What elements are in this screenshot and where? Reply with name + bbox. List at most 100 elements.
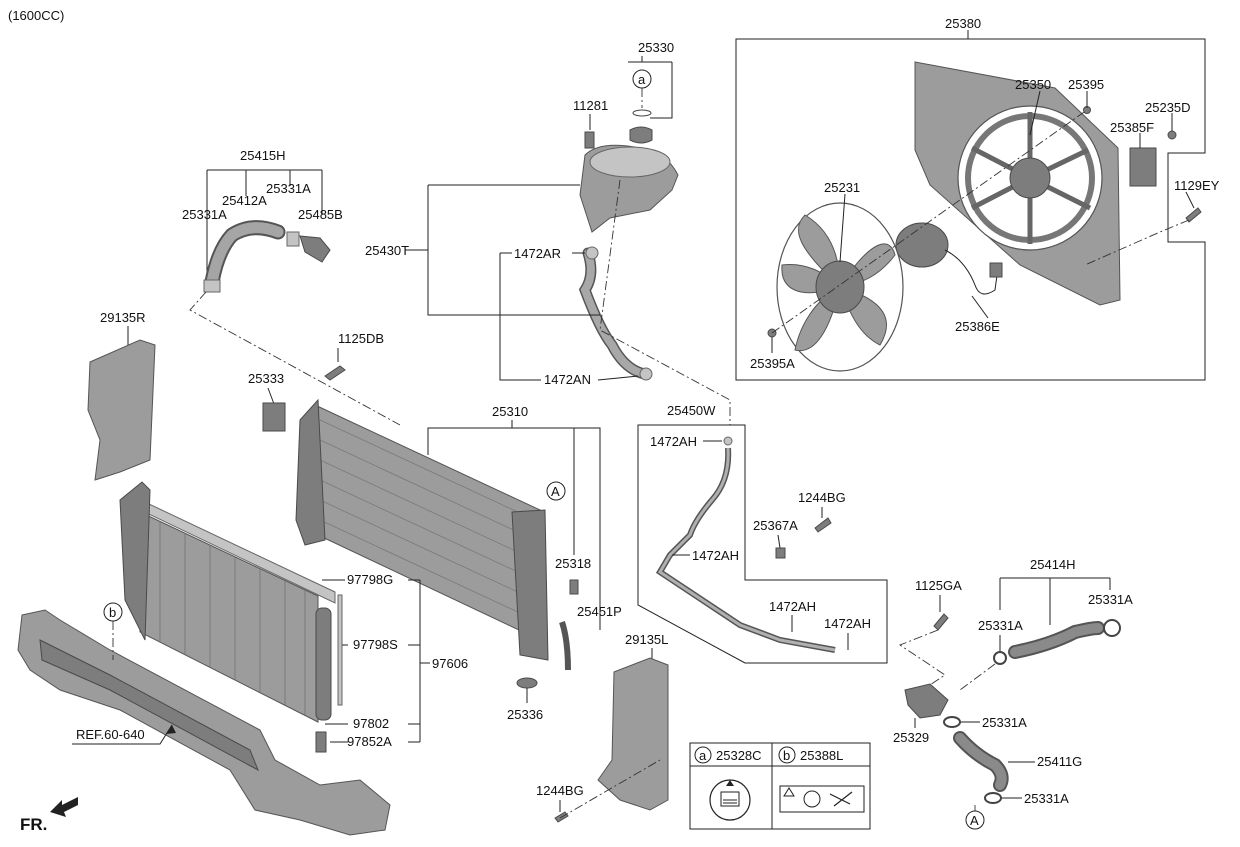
front-arrow-icon [50,797,78,817]
marker-A-hose [965,810,985,830]
bracket-25333[interactable] [262,402,286,432]
label-25380: 25380 [945,16,981,31]
o-ring[interactable] [632,109,652,117]
label-1472AH-1: 1472AH [650,434,697,449]
legend-frame [689,742,871,830]
clamp-1472AR[interactable] [585,246,599,260]
front-end-carrier[interactable] [17,609,391,836]
label-97798G: 97798G [347,572,393,587]
reservoir-cap[interactable] [629,126,653,144]
condenser-left-header [119,481,151,641]
clamp-25331A-upper[interactable] [286,231,300,247]
svg-text:a: a [638,72,646,87]
label-25414H: 25414H [1030,557,1076,572]
label-25430T: 25430T [365,243,409,258]
label-1244BG-2: 1244BG [536,783,584,798]
label-1472AH-3: 1472AH [769,599,816,614]
seal-97798S[interactable] [337,594,343,706]
label-1472AN: 1472AN [544,372,591,387]
bolt-1125DB[interactable] [324,365,346,381]
label-legend: a 25328C b 25388L [689,742,871,830]
clamp-25331A-bottom[interactable] [984,792,1002,804]
label-25333: 25333 [248,371,284,386]
air-guard-29135L[interactable] [597,657,669,811]
mount-25336[interactable] [516,677,538,689]
label-25330: 25330 [638,40,674,55]
label-1472AR: 1472AR [514,246,561,261]
lower-hose-group: 1125GA 25414H 25331A 25331A 25329 25331A… [893,557,1133,830]
label-1129EY: 1129EY [1174,178,1220,193]
clamp-25331A-mid[interactable] [943,716,961,728]
label-25395: 25395 [1068,77,1104,92]
label-29135L: 29135L [625,632,668,647]
label-25310: 25310 [492,404,528,419]
heater-hose-frame [637,424,888,664]
shroud-hub [1009,157,1051,199]
front-direction-label: FR. [20,815,47,834]
label-97852A: 97852A [347,734,392,749]
upper-hose-group: 25415H 25412A 25331A 25331A 25485B [182,148,401,426]
label-25412A: 25412A [222,193,267,208]
label-1244BG-1: 1244BG [798,490,846,505]
radiator-left-tank [295,398,326,546]
label-97802: 97802 [353,716,389,731]
air-guard-29135R[interactable] [87,339,156,481]
svg-text:A: A [970,813,979,828]
drain-plug-25318[interactable] [569,579,579,595]
label-25336: 25336 [507,707,543,722]
label-25451P: 25451P [577,604,622,619]
label-25331A-6: 25331A [1024,791,1069,806]
label-25331A-4: 25331A [978,618,1023,633]
label-25386E: 25386E [955,319,1000,334]
condenser-group: 97798G 97798S 97606 97802 97852A [119,481,468,753]
fan-resistor-25385F[interactable] [1129,147,1157,187]
fan-motor[interactable] [895,222,949,268]
engine-spec-label: (1600CC) [8,8,64,23]
legend-part-a: 25328C [716,748,762,763]
coolant-connector-25329[interactable] [904,683,949,719]
front-carrier-group: b REF.60-640 FR. [17,602,391,836]
label-25350: 25350 [1015,77,1051,92]
air-guard-left-group: 29135L 1244BG [536,632,669,823]
clamp-25331A-lower[interactable] [203,279,221,293]
clamp-1472AN[interactable] [639,367,653,381]
air-guard-right-group: 29135R [87,310,156,481]
clip-25367A[interactable] [775,547,786,559]
bolt-25235D[interactable] [1167,130,1177,140]
motor-wire-harness [944,249,999,295]
ref-label[interactable]: REF.60-640 [76,727,145,742]
label-25235D: 25235D [1145,100,1191,115]
label-25450W: 25450W [667,403,716,418]
clamp-25331A-right[interactable] [1103,619,1121,637]
label-25231: 25231 [824,180,860,195]
label-25385F: 25385F [1110,120,1154,135]
label-25395A: 25395A [750,356,795,371]
svg-text:A: A [551,484,560,499]
clamp-25331A-left[interactable] [993,651,1007,665]
label-97606: 97606 [432,656,468,671]
label-97798S: 97798S [353,637,398,652]
label-25485B: 25485B [298,207,343,222]
label-25331A-2: 25331A [182,207,227,222]
bolt-1125GA[interactable] [933,613,949,631]
label-25329: 25329 [893,730,929,745]
bolt-11281[interactable] [584,131,595,149]
label-25411G: 25411G [1037,754,1082,769]
bolt-1244BG-upper[interactable] [814,517,832,533]
cap-97852A[interactable] [315,731,327,753]
radiator-right-tank [511,509,549,661]
cooling-fan-assembly-group: 25380 [735,16,1220,381]
hose-25451P[interactable] [559,621,571,671]
label-25331A-5: 25331A [982,715,1027,730]
radiator-group: 1125DB 25333 25310 A 25318 25451P 25336 [248,331,622,722]
caution-label-25388L-icon [779,785,865,813]
hose-fitting-25485B[interactable] [299,235,331,263]
label-25331A-1: 25331A [266,181,311,196]
label-1125GA: 1125GA [915,578,962,593]
fan-assembly-frame [735,38,1206,381]
legend-key-a: a [699,748,707,763]
fan-blade[interactable] [776,202,904,372]
heater-hose-25450W[interactable] [655,447,836,653]
receiver-drier[interactable] [315,607,332,721]
